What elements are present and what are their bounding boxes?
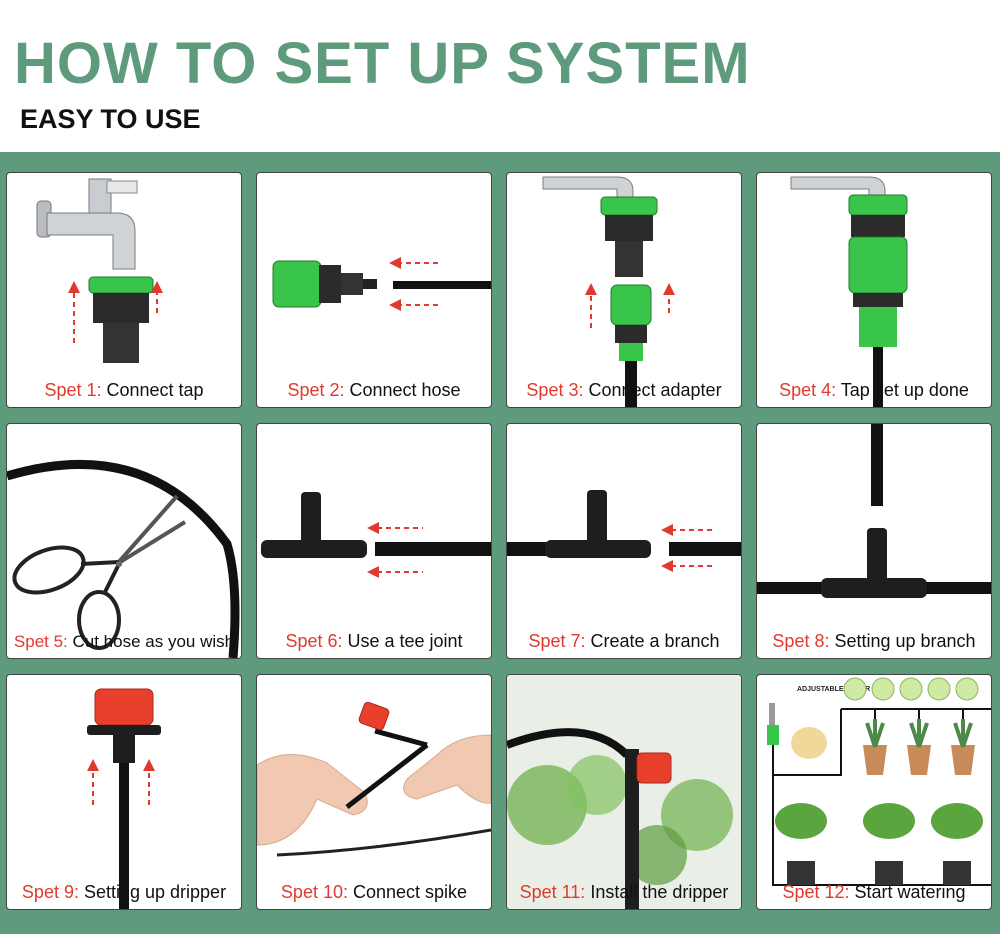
step-card-5: Spet 5: Cut hose as you wish xyxy=(6,423,242,659)
step-caption-11: Spet 11: Install the dripper xyxy=(519,882,729,902)
step-caption-10: Spet 10: Connect spike xyxy=(280,882,468,902)
step-caption-12: Spet 12: Start watering xyxy=(782,882,966,902)
scissors-cut-illustration xyxy=(7,459,240,658)
step-card-12: ADJUSTABLE WATER FLOW Spet 12: Start xyxy=(756,674,992,910)
step-card-3: Spet 3: Connect adapter xyxy=(506,172,742,408)
page-subtitle: EASY TO USE xyxy=(20,104,201,134)
tap-done-illustration xyxy=(790,176,908,407)
step-caption-3: Spet 3: Connect adapter xyxy=(526,380,722,400)
step-card-6: Spet 6: Use a tee joint xyxy=(256,423,492,659)
branch-setup-illustration xyxy=(757,424,991,598)
steps-board: Spet 1: Connect tap Spet 2: Connect hose xyxy=(0,152,1000,934)
step-caption-5: Spet 5: Cut hose as you wish xyxy=(13,632,235,651)
step-card-9: Spet 9: Setting up dripper xyxy=(6,674,242,910)
step-caption-4: Spet 4: Tap set up done xyxy=(779,380,969,400)
page-title: HOW TO SET UP SYSTEM xyxy=(14,31,751,96)
step-caption-8: Spet 8: Setting up branch xyxy=(772,631,976,651)
step-card-10: Spet 10: Connect spike xyxy=(256,674,492,910)
watering-system-illustration: ADJUSTABLE WATER FLOW xyxy=(767,677,991,886)
step-caption-9: Spet 9: Setting up dripper xyxy=(21,882,227,902)
tee-joint-illustration xyxy=(261,492,491,578)
hose-connector-illustration xyxy=(272,257,491,311)
step-caption-7: Spet 7: Create a branch xyxy=(528,631,720,651)
step-card-11: Spet 11: Install the dripper xyxy=(506,674,742,910)
step-card-8: Spet 8: Setting up branch xyxy=(756,423,992,659)
install-dripper-illustration xyxy=(507,675,741,909)
branch-illustration xyxy=(507,490,741,572)
step-card-1: Spet 1: Connect tap xyxy=(6,172,242,408)
adapter-connection-illustration xyxy=(542,176,675,407)
step-card-4: Spet 4: Tap set up done xyxy=(756,172,992,408)
step-card-2: Spet 2: Connect hose xyxy=(256,172,492,408)
step-caption-2: Spet 2: Connect hose xyxy=(287,380,461,400)
step-caption-1: Spet 1: Connect tap xyxy=(44,380,204,400)
tap-adapter-illustration xyxy=(36,178,163,363)
step-card-7: Spet 7: Create a branch xyxy=(506,423,742,659)
step-caption-6: Spet 6: Use a tee joint xyxy=(285,631,463,651)
dripper-illustration xyxy=(87,688,161,909)
spike-hands-illustration xyxy=(257,701,491,857)
